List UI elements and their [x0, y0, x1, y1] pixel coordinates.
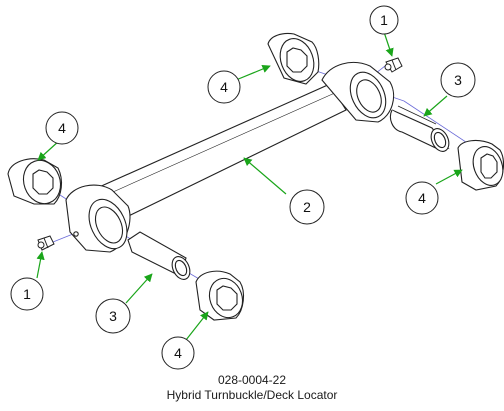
- callout-1-top: [369, 5, 399, 35]
- callout-numbers: 1 1 2 3 3 4 4 4 4: [23, 12, 462, 361]
- callout-4-right-number: 4: [418, 190, 426, 206]
- callout-3-right: [440, 62, 476, 98]
- callout-4-bottom-number: 4: [174, 345, 182, 361]
- endcap-topleft: [267, 32, 320, 85]
- endcap-bottom: [195, 270, 245, 321]
- callout-4-farleft-number: 4: [58, 120, 66, 136]
- bushing-left: [127, 231, 191, 280]
- callout-balloons: [10, 5, 476, 370]
- callout-2: [289, 189, 325, 225]
- endcap-right: [457, 139, 504, 191]
- fitting-top: [384, 57, 403, 73]
- callout-3-right-number: 3: [454, 72, 462, 88]
- callout-1-top-number: 1: [380, 12, 388, 28]
- fitting-bottom: [37, 235, 55, 251]
- callout-4-bottom: [161, 336, 195, 370]
- callout-2-number: 2: [303, 199, 311, 215]
- callout-1-bottom-number: 1: [23, 286, 31, 302]
- turnbuckle-body: [65, 62, 395, 253]
- callout-4-right: [405, 181, 439, 215]
- callout-4-topleft: [207, 70, 241, 104]
- endcap-farleft: [7, 158, 63, 205]
- bushing-right: [389, 105, 450, 152]
- callout-3-left-number: 3: [109, 308, 117, 324]
- callout-4-farleft: [45, 111, 79, 145]
- callout-1-bottom: [10, 277, 44, 311]
- callout-4-topleft-number: 4: [220, 79, 228, 95]
- part-number: 028-0004-22: [217, 373, 287, 387]
- drawing-title: Hybrid Turnbuckle/Deck Locator: [166, 388, 338, 402]
- callout-3-left: [95, 298, 131, 334]
